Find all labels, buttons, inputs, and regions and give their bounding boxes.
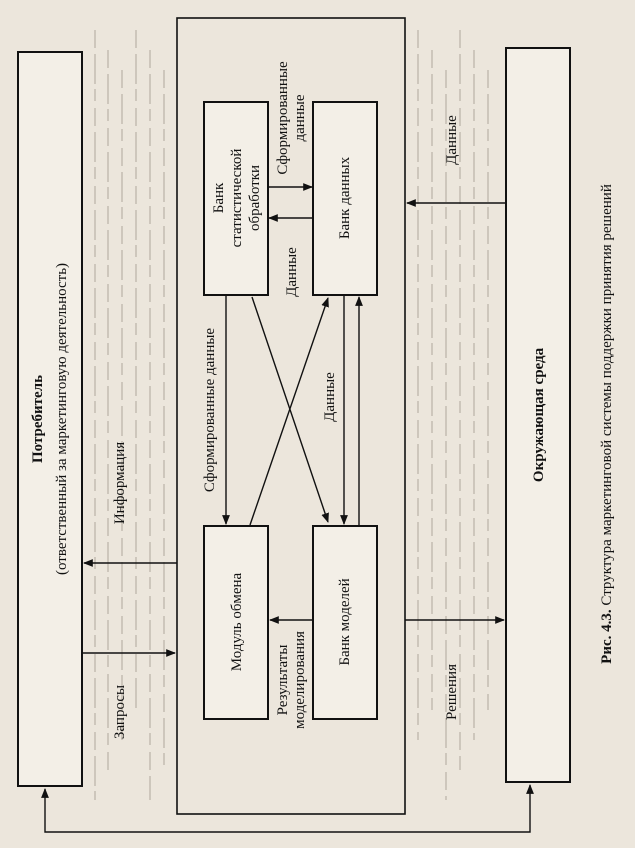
consumer-subtitle: (ответственный за маркетинговую деятельн… [54, 263, 70, 575]
stat-bank-label-1: Банк [211, 182, 227, 213]
exchange-module-box [203, 525, 269, 720]
label-results-2: моделирования [292, 631, 308, 729]
background-text-lines [94, 30, 489, 800]
data-bank-label: Банк данных [337, 156, 353, 239]
exchange-module-label: Модуль обмена [229, 572, 245, 671]
label-results-1: Результаты [275, 645, 291, 716]
label-requests: Запросы [112, 685, 128, 739]
arrow-stat-to-model-bank [251, 296, 329, 523]
consumer-box [17, 51, 83, 787]
label-formed-data-top-1: Сформированные [275, 61, 291, 175]
figure-caption: Рис. 4.3. Структура маркетинговой систем… [599, 184, 615, 664]
model-bank-label: Банк моделей [337, 578, 353, 665]
label-decisions: Решения [444, 664, 460, 720]
figure-number: Рис. 4.3. [599, 609, 615, 664]
system-frame [176, 17, 406, 815]
stat-bank-label-2: статистической [229, 149, 245, 248]
consumer-title: Потребитель [30, 375, 46, 463]
label-data-env: Данные [444, 115, 460, 165]
environment-box [505, 47, 571, 783]
environment-title: Окружающая среда [531, 347, 547, 482]
arrow-exchange-to-data-bank [249, 297, 329, 526]
feedback-loop [41, 784, 534, 833]
label-data-mid: Данные [284, 247, 300, 297]
label-data-center: Данные [322, 372, 338, 422]
label-information: Информация [112, 442, 128, 524]
model-bank-box [312, 525, 378, 720]
label-formed-data-left: Сформированные данные [202, 328, 218, 493]
stat-bank-label-3: обработки [247, 165, 263, 231]
figure-caption-text: Структура маркетинговой системы поддержк… [599, 184, 615, 609]
label-formed-data-top-2: данные [292, 94, 308, 141]
data-bank-box [312, 101, 378, 296]
stat-bank-box [203, 101, 269, 296]
